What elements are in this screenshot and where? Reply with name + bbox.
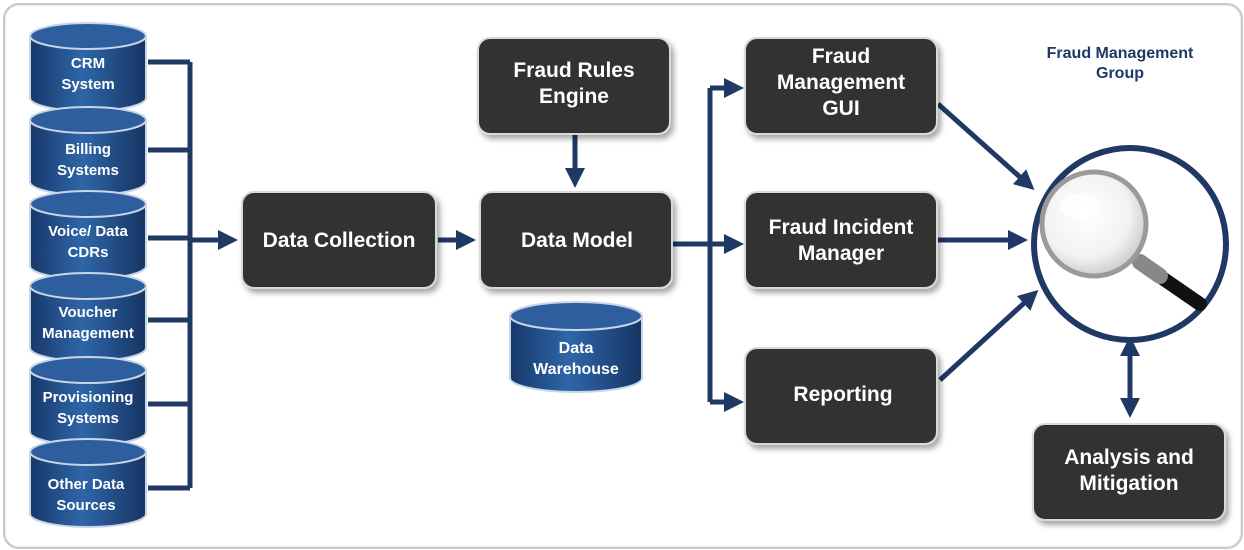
data-warehouse-label-2: Warehouse <box>533 361 619 378</box>
arrow-reporting-to-lens <box>938 289 1039 382</box>
database-provisioning-systems: Provisioning Systems <box>29 356 147 446</box>
magnifying-glass-icon <box>1031 145 1229 343</box>
fraud-rules-engine-label-1: Fraud Rules <box>513 59 634 82</box>
svg-text:Management: Management <box>42 325 134 342</box>
fraud-management-gui-label-1: Fraud <box>812 45 870 68</box>
database-crm-label-1: CRM <box>71 55 105 72</box>
database-billing-systems: Billing Systems <box>29 106 147 196</box>
fraud-incident-manager-label-2: Manager <box>798 242 884 265</box>
box-data-model <box>479 191 673 289</box>
database-crm-label-2: System <box>61 76 114 93</box>
data-model-label: Data Model <box>521 229 633 252</box>
flow-arrows <box>190 78 1140 418</box>
svg-text:Systems: Systems <box>57 162 119 179</box>
box-fraud-rules-engine <box>477 37 671 135</box>
database-crm-system: CRM System <box>29 22 147 112</box>
box-fraud-management-gui <box>744 37 938 135</box>
fraud-rules-engine-label-2: Engine <box>539 85 609 108</box>
fraud-management-gui-label-3: GUI <box>822 97 859 120</box>
analysis-mitigation-label-2: Mitigation <box>1079 472 1178 495</box>
fraud-management-gui-label-2: Management <box>777 71 905 94</box>
source-databases: CRM System Billing Systems Voice/ Data C… <box>29 22 147 528</box>
svg-text:Other Data: Other Data <box>48 476 125 493</box>
svg-text:Billing: Billing <box>65 141 111 158</box>
group-label-line-1: Fraud Management <box>1046 45 1194 62</box>
database-other-data-sources: Other Data Sources <box>29 438 147 528</box>
box-data-collection <box>241 191 437 289</box>
reporting-label: Reporting <box>793 383 892 406</box>
arrow-gui-to-lens <box>936 102 1035 190</box>
svg-text:Voucher: Voucher <box>59 304 118 321</box>
svg-text:Voice/ Data: Voice/ Data <box>48 223 128 240</box>
svg-text:Sources: Sources <box>56 497 115 514</box>
database-voice-data-cdrs: Voice/ Data CDRs <box>29 190 147 280</box>
fraud-management-group-label: Fraud Management Group <box>1010 44 1230 84</box>
database-data-warehouse <box>509 301 643 393</box>
data-collection-label: Data Collection <box>263 229 416 252</box>
box-analysis-and-mitigation <box>1032 423 1226 521</box>
analysis-mitigation-label-1: Analysis and <box>1064 446 1194 469</box>
group-label-line-2: Group <box>1096 65 1144 82</box>
box-fraud-incident-manager <box>744 191 938 289</box>
svg-text:Systems: Systems <box>57 410 119 427</box>
svg-text:Provisioning: Provisioning <box>43 389 134 406</box>
svg-text:CDRs: CDRs <box>68 244 109 261</box>
source-bus-connectors <box>148 59 193 491</box>
data-warehouse-label-1: Data <box>559 340 594 357</box>
fraud-incident-manager-label-1: Fraud Incident <box>769 216 914 239</box>
database-voucher-management: Voucher Management <box>29 272 147 362</box>
process-boxes: Data Collection Fraud Rules Engine Data … <box>241 37 1226 521</box>
box-reporting <box>744 347 938 445</box>
